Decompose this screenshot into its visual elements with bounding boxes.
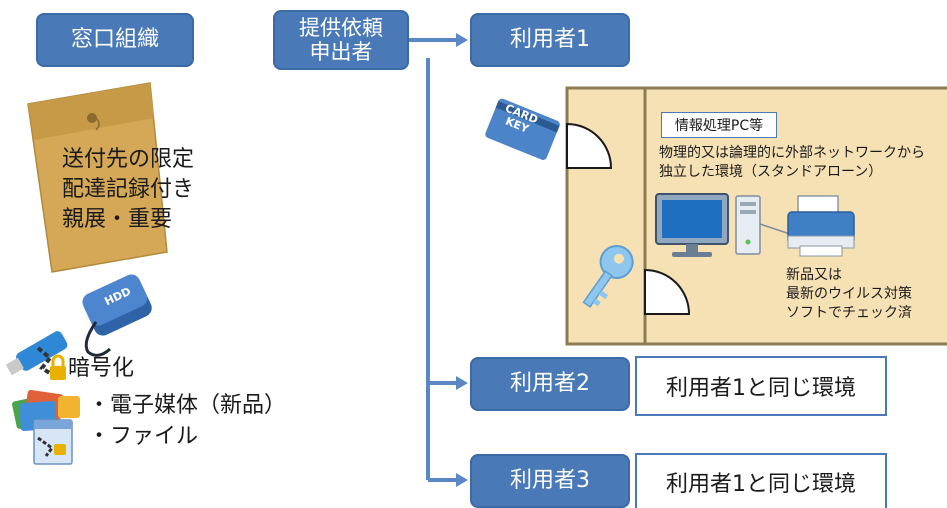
antivirus-note: 新品又は 最新のウイルス対策 ソフトでチェック済 (786, 266, 912, 323)
user2-note: 利用者1と同じ環境 (666, 376, 856, 401)
envelope-line-3: 親展・重要 (62, 207, 173, 232)
environment-description: 物理的又は論理的に外部ネットワークから 独立した環境（スタンドアローン） (659, 144, 925, 182)
user1-box: 利用者1 (470, 13, 630, 67)
user2-box: 利用者2 (470, 357, 630, 411)
encryption-label: 暗号化 (68, 356, 135, 381)
user3-box: 利用者3 (470, 454, 630, 508)
window-organization-label: 窓口組織 (70, 27, 159, 53)
user1-label: 利用者1 (510, 27, 590, 53)
environment-description-line1: 物理的又は論理的に外部ネットワークから (659, 145, 925, 161)
requester-box: 提供依頼 申出者 (273, 10, 409, 70)
pc-label: 情報処理PC等 (674, 118, 764, 134)
envelope-line-2: 配達記録付き (62, 177, 195, 202)
antivirus-note-line2: 最新のウイルス対策 (786, 286, 912, 302)
user2-note-box: 利用者1と同じ環境 (635, 356, 887, 416)
door-upper (566, 122, 613, 169)
pc-label-box: 情報処理PC等 (661, 112, 777, 138)
window-organization-box: 窓口組織 (36, 13, 194, 67)
user2-label: 利用者2 (510, 371, 590, 397)
environment-description-line2: 独立した環境（スタンドアローン） (659, 164, 883, 180)
requester-label-line1: 提供依頼 (299, 15, 383, 40)
user3-label: 利用者3 (510, 468, 590, 494)
media-item-1: ・電子媒体（新品） (88, 393, 287, 418)
user3-note-box: 利用者1と同じ環境 (635, 453, 887, 508)
antivirus-note-line3: ソフトでチェック済 (786, 305, 912, 321)
user3-note: 利用者1と同じ環境 (666, 471, 856, 497)
media-item-2: ・ファイル (88, 424, 199, 449)
envelope-line-1: 送付先の限定 (62, 147, 195, 172)
envelope-text: 送付先の限定 配達記録付き 親展・重要 (62, 145, 194, 235)
requester-label-line2: 申出者 (309, 40, 373, 64)
antivirus-note-line1: 新品又は (786, 267, 842, 283)
